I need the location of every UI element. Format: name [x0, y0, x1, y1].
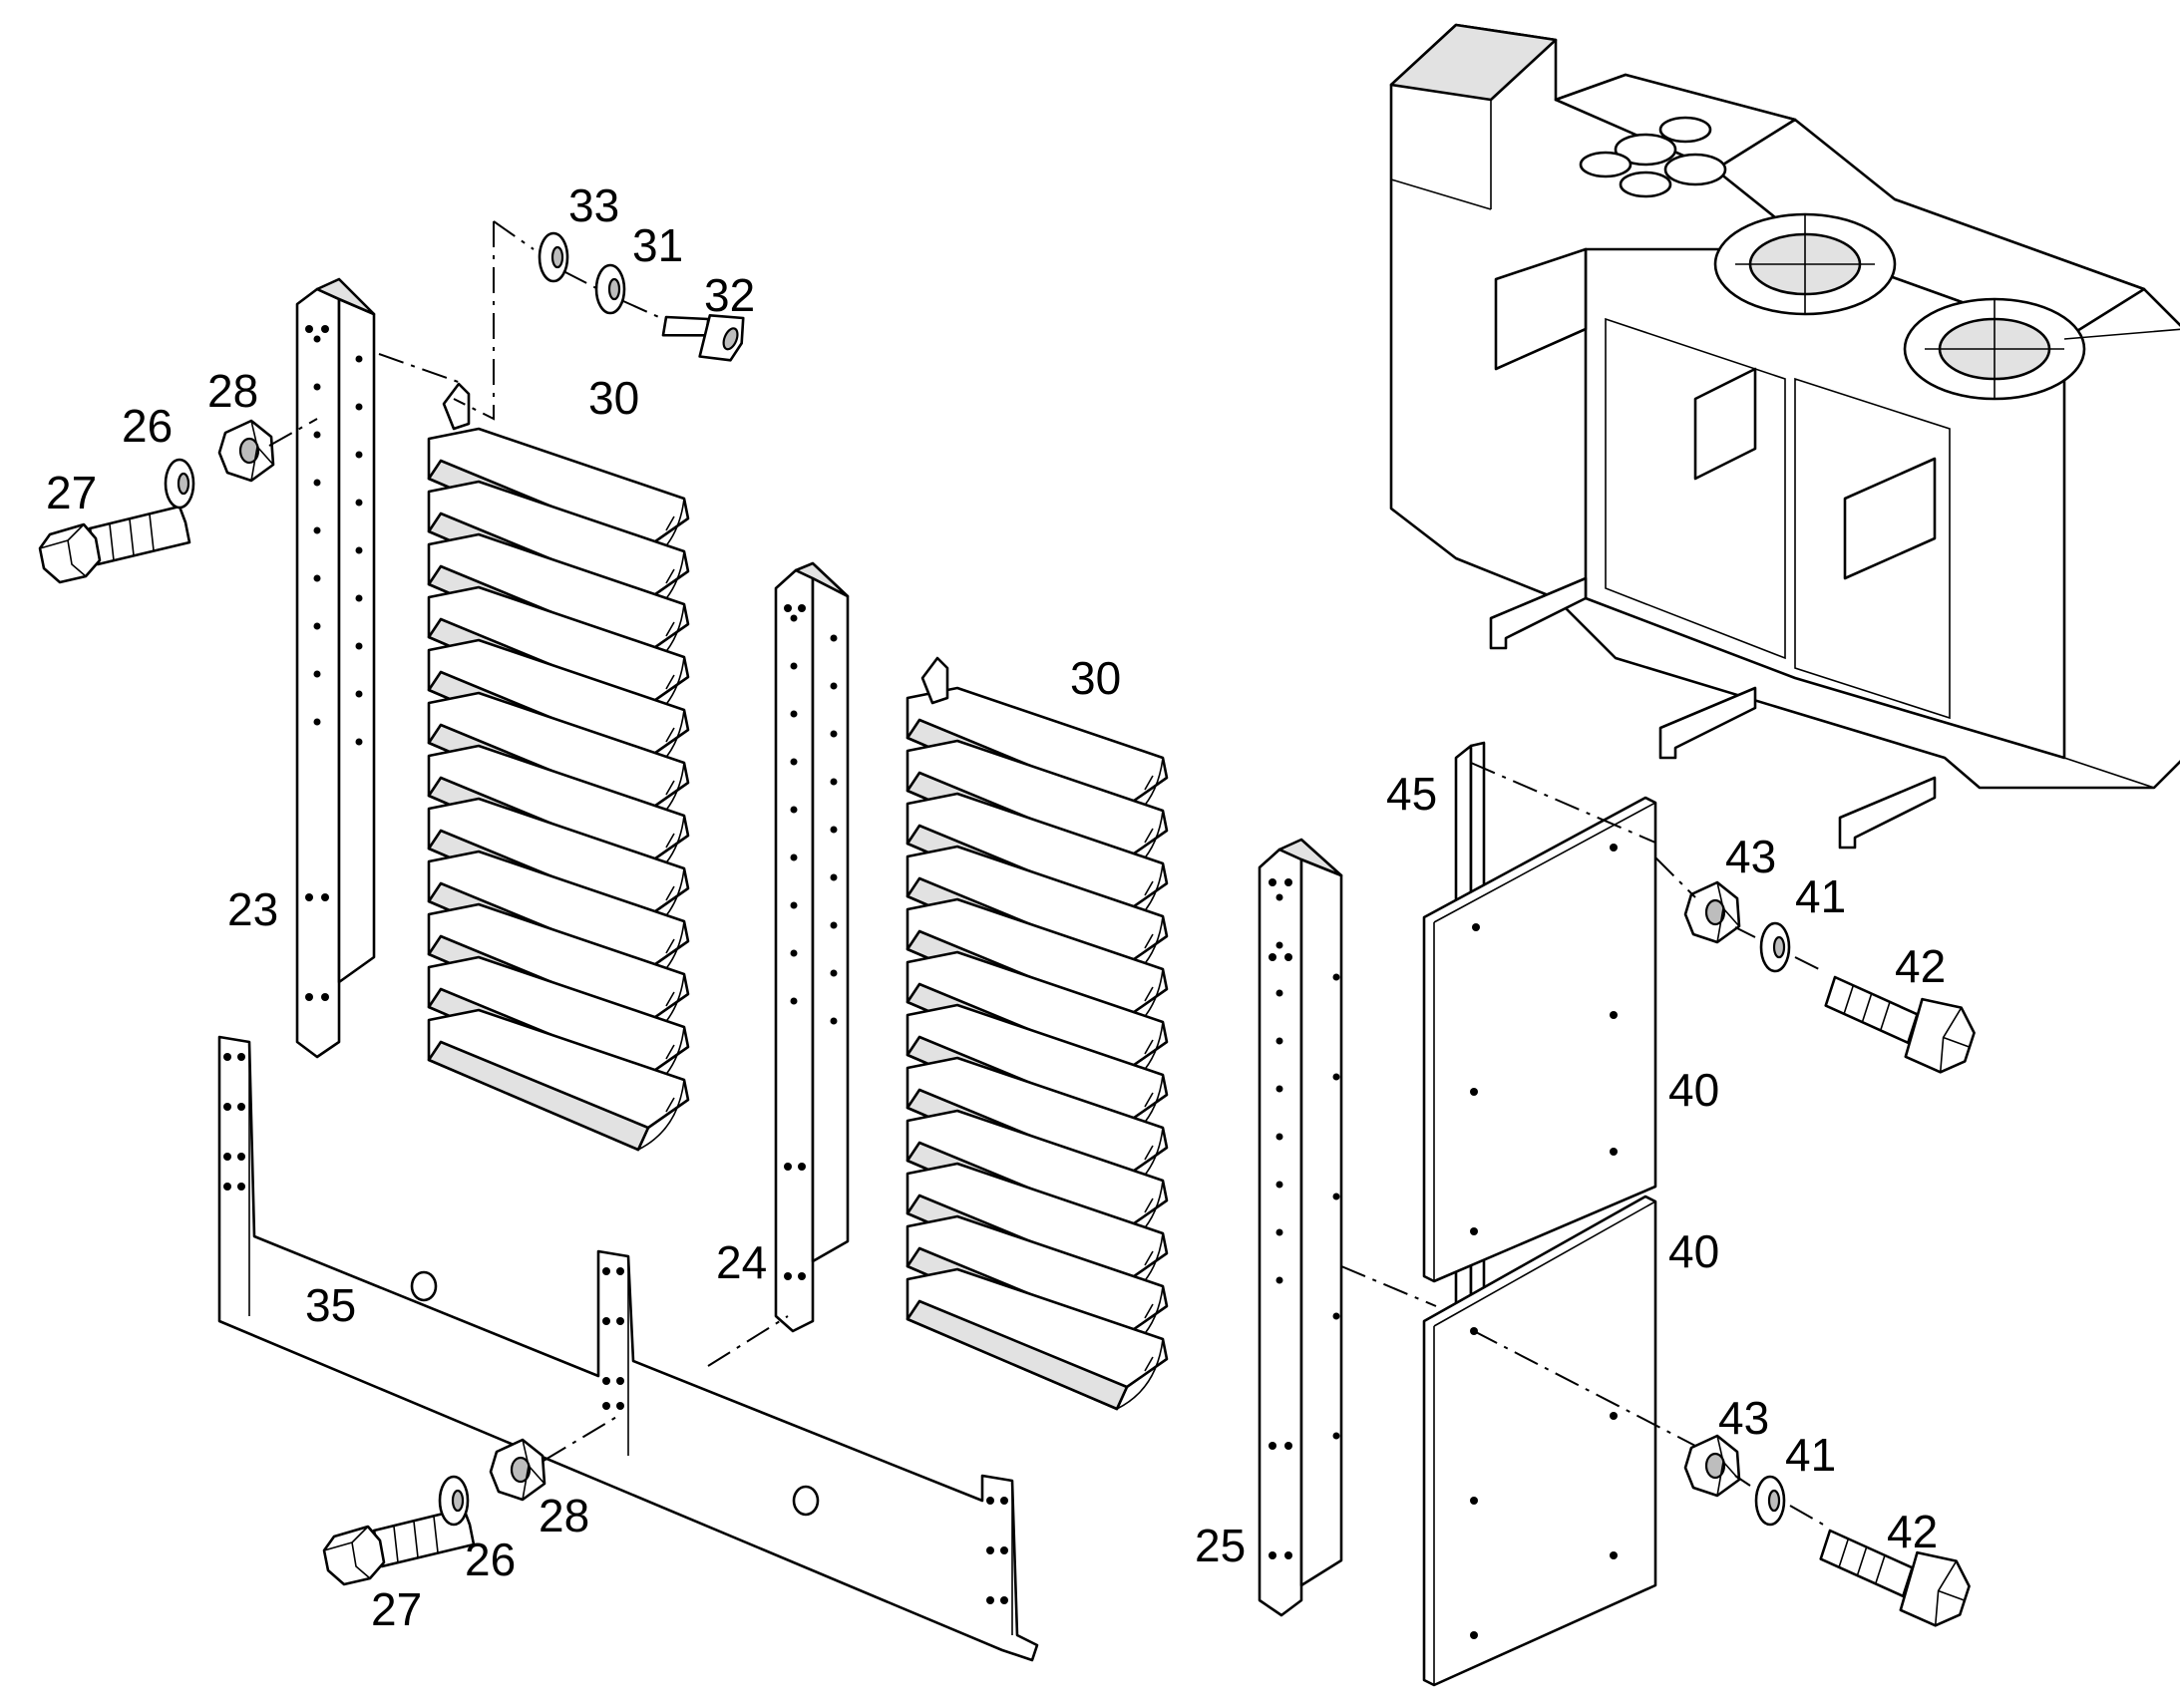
assembly-centerlines: [268, 220, 1826, 1527]
callout-41b: 41: [1785, 1429, 1836, 1481]
callout-26a: 26: [122, 400, 173, 452]
fastener-group-right-upper: [1683, 880, 1976, 1074]
louver-assembly-30-left: [427, 382, 690, 1152]
callout-26b: 26: [465, 1534, 516, 1585]
machine-housing: [1389, 23, 2180, 850]
mounting-post-25: [1258, 838, 1343, 1617]
callout-28a: 28: [207, 365, 258, 417]
callout-43b: 43: [1718, 1392, 1769, 1444]
fastener-group-top-right: [538, 231, 745, 362]
callout-45: 45: [1386, 768, 1437, 820]
callout-30a: 30: [588, 372, 639, 424]
callout-30b: 30: [1070, 652, 1121, 704]
callout-31: 31: [632, 219, 683, 271]
mounting-post-24: [774, 561, 850, 1333]
cover-panel-40-lower: [1422, 1195, 1657, 1687]
callout-33: 33: [568, 179, 619, 231]
callout-42a: 42: [1895, 940, 1946, 992]
callout-labels: 23 24 25 26 26 27 27 28 28 30 30 31 32 3…: [46, 179, 1946, 1635]
callout-25: 25: [1195, 1520, 1246, 1571]
callout-35: 35: [305, 1279, 356, 1331]
callout-28b: 28: [539, 1490, 589, 1541]
callout-41a: 41: [1795, 870, 1846, 922]
callout-27a: 27: [46, 467, 97, 518]
mounting-post-23: [295, 277, 376, 1059]
callout-40a: 40: [1668, 1064, 1719, 1116]
callout-42b: 42: [1887, 1506, 1938, 1557]
cover-panel-40-upper: [1422, 796, 1657, 1283]
base-bracket-35: [217, 1035, 1039, 1662]
fastener-group-right-lower: [1683, 1434, 1971, 1627]
callout-23: 23: [227, 883, 278, 935]
callout-40b: 40: [1668, 1225, 1719, 1277]
callout-27b: 27: [371, 1583, 422, 1635]
callout-43a: 43: [1725, 831, 1776, 882]
callout-24: 24: [716, 1236, 767, 1288]
callout-32: 32: [704, 269, 755, 321]
louver-assembly-30-right: [906, 656, 1169, 1411]
